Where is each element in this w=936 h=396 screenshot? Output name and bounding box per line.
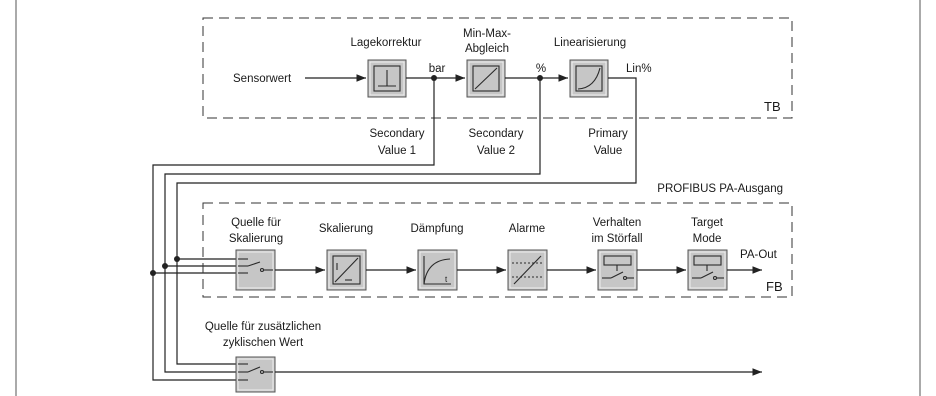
target-mode-label-line2: Mode (693, 233, 722, 245)
failsafe-block (597, 249, 638, 291)
secondary-value-1-wire (152, 78, 435, 381)
zero-correction-icon (373, 65, 401, 92)
linearization-curve-icon (575, 65, 603, 92)
zero-correction-label: Lagekorrektur (351, 37, 422, 49)
secondary-value-1-tap-dot (150, 270, 156, 276)
min-max-label-line1: Min-Max- (463, 28, 511, 40)
secondary-value-2-line1: Secondary (469, 128, 524, 140)
pa-out-label: PA-Out (740, 249, 778, 261)
secondary-value-1-line2: Value 1 (378, 145, 416, 157)
primary-value-line2: Value (594, 145, 623, 157)
lin-percent-unit-label: Lin% (626, 63, 652, 75)
secondary-value-2-line2: Value 2 (477, 145, 515, 157)
primary-value-tap-dot (174, 256, 180, 262)
scaling-icon (332, 255, 361, 285)
cyclic-source-label-line2: zyklischen Wert (223, 337, 304, 349)
alarms-label: Alarme (509, 223, 545, 235)
target-mode-block (687, 249, 728, 291)
linearization-label: Linearisierung (554, 37, 626, 49)
secondary-value-1-line1: Secondary (370, 128, 425, 140)
linearization-block (569, 59, 609, 98)
scaling-label: Skalierung (319, 223, 373, 235)
failsafe-label-line1: Verhalten (593, 217, 642, 229)
source-switch-icon (238, 363, 273, 381)
secondary-value-2-tap-dot (162, 263, 168, 269)
alarm-limits-icon (512, 255, 543, 285)
transducer-block-boundary (202, 17, 793, 119)
profibus-section-title: PROFIBUS PA-Ausgang (657, 183, 783, 195)
scaling-block (326, 249, 367, 291)
zero-correction-block (367, 59, 407, 98)
transducer-block-tag: TB (764, 99, 781, 114)
function-block-tag: FB (766, 279, 783, 294)
scaling-source-label-line2: Skalierung (229, 233, 283, 245)
function-block: FB Quelle für Skalierung Skalierung (202, 202, 793, 298)
secondary-value-2-wire (164, 78, 541, 373)
cyclic-source-label-line1: Quelle für zusätzlichen (205, 321, 321, 333)
damping-label: Dämpfung (410, 223, 463, 235)
min-max-label-line2: Abgleich (465, 43, 509, 55)
scaling-source-block (235, 249, 276, 291)
damping-block: t (417, 249, 458, 291)
failsafe-label-line2: im Störfall (591, 233, 642, 245)
sensor-value-label: Sensorwert (233, 73, 292, 85)
target-mode-label-line1: Target (691, 217, 724, 229)
target-mode-switch-icon (692, 255, 724, 281)
bar-unit-label: bar (429, 63, 446, 75)
function-block-boundary (202, 202, 793, 298)
alarms-block (507, 249, 548, 291)
scaling-source-label-line1: Quelle für (231, 217, 281, 229)
linear-ramp-icon (472, 65, 500, 92)
failsafe-switch-icon (602, 255, 634, 281)
cyclic-source-block (235, 356, 276, 393)
primary-value-wire (176, 77, 637, 365)
damping-time-symbol: t (445, 275, 448, 284)
primary-value-line1: Primary (588, 128, 628, 140)
percent-unit-label: % (536, 63, 546, 75)
min-max-block (466, 59, 506, 98)
transducer-block: TB Sensorwert Lagekorrektur bar Min-Max-… (202, 17, 793, 119)
damping-icon: t (423, 256, 451, 285)
source-switch-icon (238, 258, 273, 274)
